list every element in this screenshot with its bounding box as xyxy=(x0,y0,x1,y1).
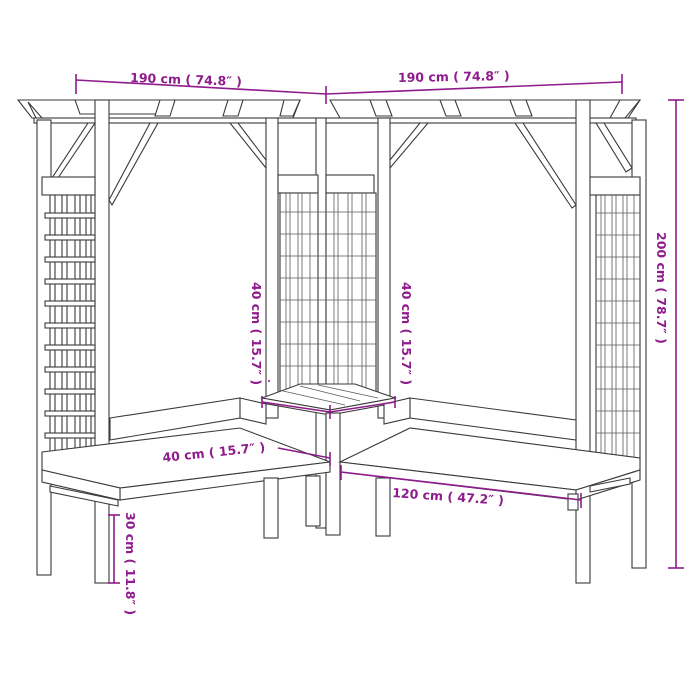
height-total-label: 200 cm ( 78.7″ ) xyxy=(654,232,669,344)
width-right-label: 190 cm ( 74.8″ ) xyxy=(398,68,510,85)
dimension-annotations: 190 cm ( 74.8″ ) 190 cm ( 74.8″ ) 200 cm… xyxy=(75,68,684,615)
right-bench xyxy=(338,397,641,537)
seat-height-label: 30 cm ( 11.8″ ) xyxy=(123,512,138,615)
width-left-label: 190 cm ( 74.8″ ) xyxy=(130,70,242,89)
left-bench xyxy=(41,397,331,539)
backrest-right-label: 40 cm ( 15.7″ ) xyxy=(399,282,414,385)
backrest-left-label: 40 cm ( 15.7″ ) xyxy=(249,282,264,385)
right-pergola-frame xyxy=(325,99,647,584)
center-trellis-backrest xyxy=(277,174,377,394)
